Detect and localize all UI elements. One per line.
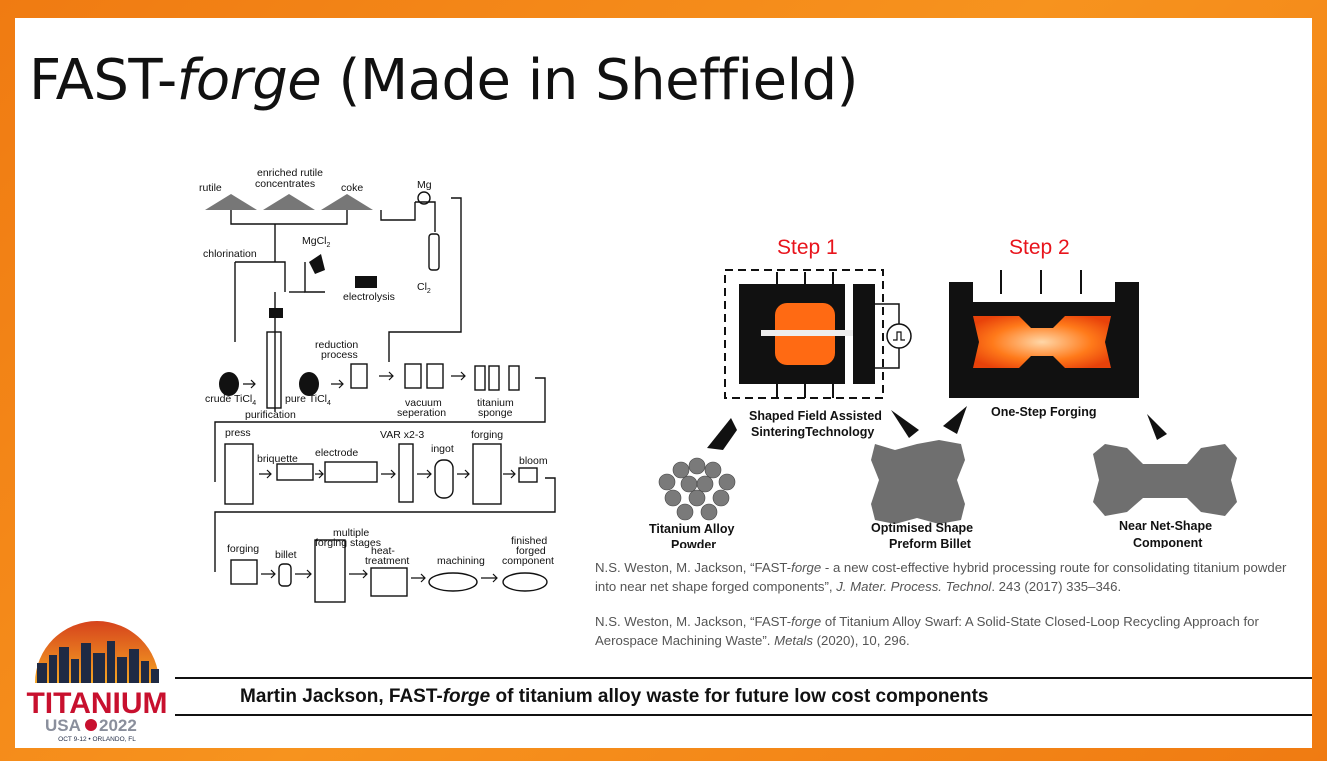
- sfast-label-1: Shaped Field Assisted: [749, 409, 882, 423]
- bloom: [518, 467, 538, 483]
- label-heat-1: heat-: [371, 545, 395, 557]
- sponge-2: [488, 365, 500, 391]
- label-briquette: briquette: [257, 453, 298, 465]
- label-vacuum-1: vacuum: [405, 397, 442, 409]
- finished-ring: [502, 572, 548, 592]
- logo-year: 2022: [99, 716, 137, 735]
- label-finished-3: component: [502, 555, 554, 567]
- electrode: [324, 461, 378, 483]
- mg-tank: [417, 191, 431, 205]
- label-ingot: ingot: [431, 443, 454, 455]
- title-prefix: FAST-: [29, 48, 177, 113]
- cl2-cylinder: [428, 233, 440, 271]
- logo-usa: USA: [45, 716, 81, 735]
- preform-label-2: Preform Billet: [889, 537, 972, 548]
- sponge-1: [474, 365, 486, 391]
- label-multiple-1: multiple: [333, 527, 369, 539]
- label-press: press: [225, 427, 251, 439]
- billet: [278, 563, 292, 587]
- fast-forge-diagram: Step 1 Step 2 Shaped Field Assisted Sint…: [649, 236, 1237, 548]
- preform-billet: [871, 440, 965, 524]
- briquettes: [276, 463, 314, 481]
- titanium-usa-2022-logo: TITANIUM USA 2022 OCT 9-12 • ORLANDO, FL: [26, 621, 168, 743]
- forged-part-glow: [973, 316, 1111, 368]
- one-step-label: One-Step Forging: [991, 405, 1097, 419]
- step1-label: Step 1: [777, 236, 838, 259]
- label-mgcl2: MgCl2: [302, 235, 331, 249]
- title-italic: forge: [176, 48, 322, 113]
- ingot: [434, 459, 454, 499]
- ore-piles: [205, 194, 373, 210]
- label-var: VAR x2-3: [380, 429, 424, 441]
- press: [224, 443, 254, 505]
- label-forging: forging: [471, 429, 503, 441]
- label-heat-2: treatment: [365, 555, 409, 567]
- label-bloom: bloom: [519, 455, 548, 467]
- label-electrode: electrode: [315, 447, 358, 459]
- tank-drops: [219, 254, 377, 396]
- label-pure: pure TiCl4: [285, 393, 331, 407]
- reference-1: N.S. Weston, M. Jackson, “FAST-forge - a…: [595, 560, 1287, 594]
- footer-text: Martin Jackson, FAST-forge of titanium a…: [240, 686, 989, 707]
- heat-treatment-oven: [370, 567, 408, 597]
- flow-arrows: [243, 371, 516, 583]
- machining-ring: [428, 572, 478, 592]
- near-net-shape-component: [1093, 444, 1237, 516]
- footer-rule-top: [175, 677, 1312, 679]
- label-enriched-1: enriched rutile: [257, 167, 323, 179]
- label-rutile: rutile: [199, 182, 222, 194]
- var-furnace: [398, 443, 414, 503]
- label-coke: coke: [341, 182, 363, 194]
- label-finished-2: forged: [516, 545, 546, 557]
- power-supply-icon: [886, 323, 912, 349]
- reduction-vessel: [350, 363, 368, 389]
- reference-2: N.S. Weston, M. Jackson, “FAST-forge of …: [595, 614, 1259, 648]
- powder-label-1: Titanium Alloy: [649, 522, 734, 536]
- forging-press-arrows: [1000, 270, 1082, 294]
- logo-flag-icon: [85, 719, 97, 731]
- label-vacuum-2: seperation: [397, 407, 446, 419]
- title-suffix: (Made in Sheffield): [321, 48, 859, 113]
- sponge-3: [508, 365, 520, 391]
- label-reduction-2: process: [321, 349, 358, 361]
- label-machining: machining: [437, 555, 485, 567]
- near-label-1: Near Net-Shape: [1119, 519, 1212, 533]
- titanium-powder: [658, 457, 736, 521]
- powder-label-2: Powder: [671, 538, 716, 548]
- purification-column: [266, 331, 282, 409]
- label-mg: Mg: [417, 179, 432, 191]
- vacuum-vessel-1: [404, 363, 422, 389]
- preform-label-1: Optimised Shape: [871, 521, 973, 535]
- references: N.S. Weston, M. Jackson, “FAST-forge - a…: [595, 558, 1305, 666]
- slide-title: FAST-forge (Made in Sheffield): [29, 48, 859, 113]
- label-billet: billet: [275, 549, 297, 561]
- forging-press: [472, 443, 502, 505]
- label-cl2: Cl2: [417, 281, 431, 295]
- conventional-process-diagram: rutile enriched rutile concentrates coke…: [199, 167, 556, 603]
- near-label-2: Component: [1133, 536, 1203, 548]
- label-chlorination: chlorination: [203, 248, 257, 260]
- label-sponge-2: sponge: [478, 407, 513, 419]
- logo-titanium: TITANIUM: [26, 687, 167, 720]
- sfast-press-arrows: [776, 272, 834, 398]
- vacuum-vessel-2: [426, 363, 444, 389]
- label-sponge-1: titanium: [477, 397, 514, 409]
- label-reduction-1: reduction: [315, 339, 358, 351]
- slide: FAST-forge (Made in Sheffield) rutile en…: [15, 18, 1312, 748]
- label-crude: crude TiCl4: [205, 393, 256, 407]
- label-purification: purification: [245, 409, 296, 421]
- footer-rule-bottom: [175, 714, 1312, 716]
- sfast-label-2: SinteringTechnology: [751, 425, 874, 439]
- label-electrolysis: electrolysis: [343, 291, 395, 303]
- forging-hammer: [230, 559, 258, 585]
- logo-dates: OCT 9-12 • ORLANDO, FL: [58, 736, 136, 743]
- label-finished-1: finished: [511, 535, 547, 547]
- label-forging-2: forging: [227, 543, 259, 555]
- multi-forging: [314, 539, 346, 603]
- label-enriched-2: concentrates: [255, 178, 315, 190]
- step2-label: Step 2: [1009, 236, 1070, 259]
- flow-arrows: [707, 406, 1167, 450]
